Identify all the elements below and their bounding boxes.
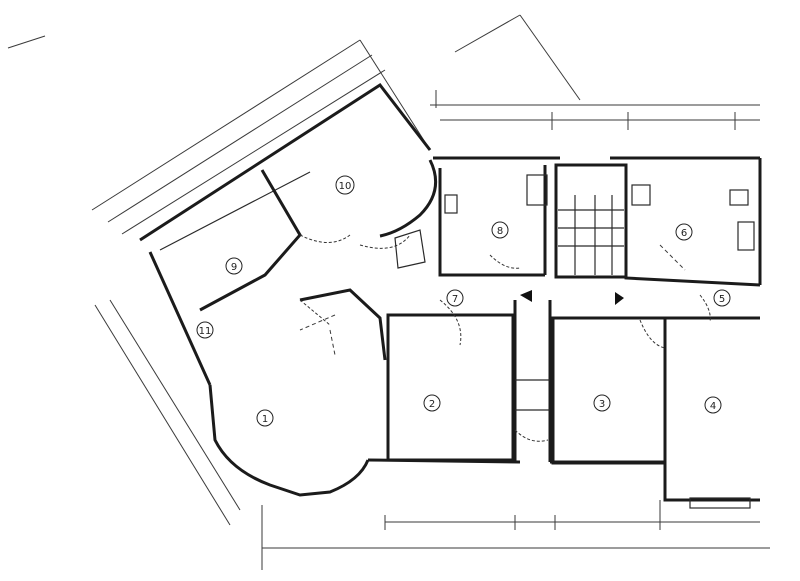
fixtures [394, 174, 755, 305]
room-label-7: 7 [446, 289, 464, 307]
room-label-6: 6 [675, 223, 693, 241]
room-label-4: 4 [704, 396, 722, 414]
counter-icon [729, 189, 749, 206]
svg-text:5: 5 [719, 294, 725, 305]
room-labels: 1 2 3 4 5 6 7 8 9 10 11 [196, 175, 731, 427]
svg-text:7: 7 [452, 294, 458, 305]
room-label-5: 5 [713, 289, 731, 307]
room-label-1: 1 [256, 409, 274, 427]
room-label-9: 9 [225, 257, 243, 275]
toilet-icon [444, 194, 458, 214]
room-label-8: 8 [491, 221, 509, 239]
interior-walls [159, 159, 761, 509]
entrance-arrow-icon [520, 290, 532, 302]
door-swings [299, 234, 711, 442]
svg-text:3: 3 [599, 399, 605, 410]
svg-text:1: 1 [262, 414, 268, 425]
svg-text:9: 9 [231, 262, 237, 273]
svg-text:4: 4 [710, 401, 716, 412]
room-label-2: 2 [423, 394, 441, 412]
room-label-3: 3 [593, 394, 611, 412]
bath-fixture-icon [394, 229, 426, 269]
dimension-lines [7, 14, 770, 570]
svg-text:11: 11 [199, 326, 212, 337]
entrance-arrow-icon-2 [615, 292, 624, 305]
svg-text:10: 10 [339, 181, 352, 192]
sink-icon [631, 184, 651, 206]
svg-text:2: 2 [429, 399, 435, 410]
room-label-11: 11 [196, 321, 214, 339]
bathtub-icon [526, 174, 548, 206]
stove-icon [737, 221, 755, 251]
svg-text:6: 6 [681, 228, 687, 239]
svg-text:8: 8 [497, 226, 503, 237]
room-label-10: 10 [335, 175, 355, 195]
